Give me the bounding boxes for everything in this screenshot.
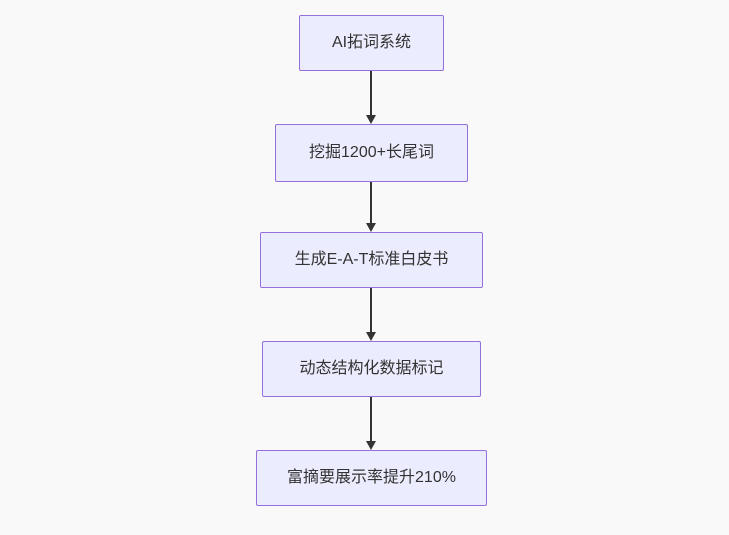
arrowhead-down-icon — [366, 115, 376, 124]
flow-node-eat-whitepaper: 生成E-A-T标准白皮书 — [260, 232, 483, 288]
flow-node-label: 挖掘1200+长尾词 — [309, 144, 434, 162]
flow-node-label: 生成E-A-T标准白皮书 — [294, 251, 449, 269]
arrowhead-down-icon — [366, 332, 376, 341]
arrow-line — [370, 288, 372, 334]
arrow-line — [370, 182, 372, 225]
flow-node-label: 动态结构化数据标记 — [299, 360, 444, 378]
arrowhead-down-icon — [366, 223, 376, 232]
flow-arrow-3 — [364, 288, 378, 341]
flow-node-longtail-mining: 挖掘1200+长尾词 — [275, 124, 468, 182]
flow-arrow-1 — [364, 71, 378, 124]
flow-node-label: 富摘要展示率提升210% — [287, 469, 456, 487]
flow-arrow-2 — [364, 182, 378, 232]
arrow-line — [370, 71, 372, 117]
arrowhead-down-icon — [366, 441, 376, 450]
flow-node-structured-data: 动态结构化数据标记 — [262, 341, 481, 397]
flow-arrow-4 — [364, 397, 378, 450]
flow-node-ai-system: AI拓词系统 — [299, 15, 444, 71]
flow-node-rich-snippet-result: 富摘要展示率提升210% — [256, 450, 487, 506]
flow-node-label: AI拓词系统 — [331, 34, 412, 52]
arrow-line — [370, 397, 372, 443]
